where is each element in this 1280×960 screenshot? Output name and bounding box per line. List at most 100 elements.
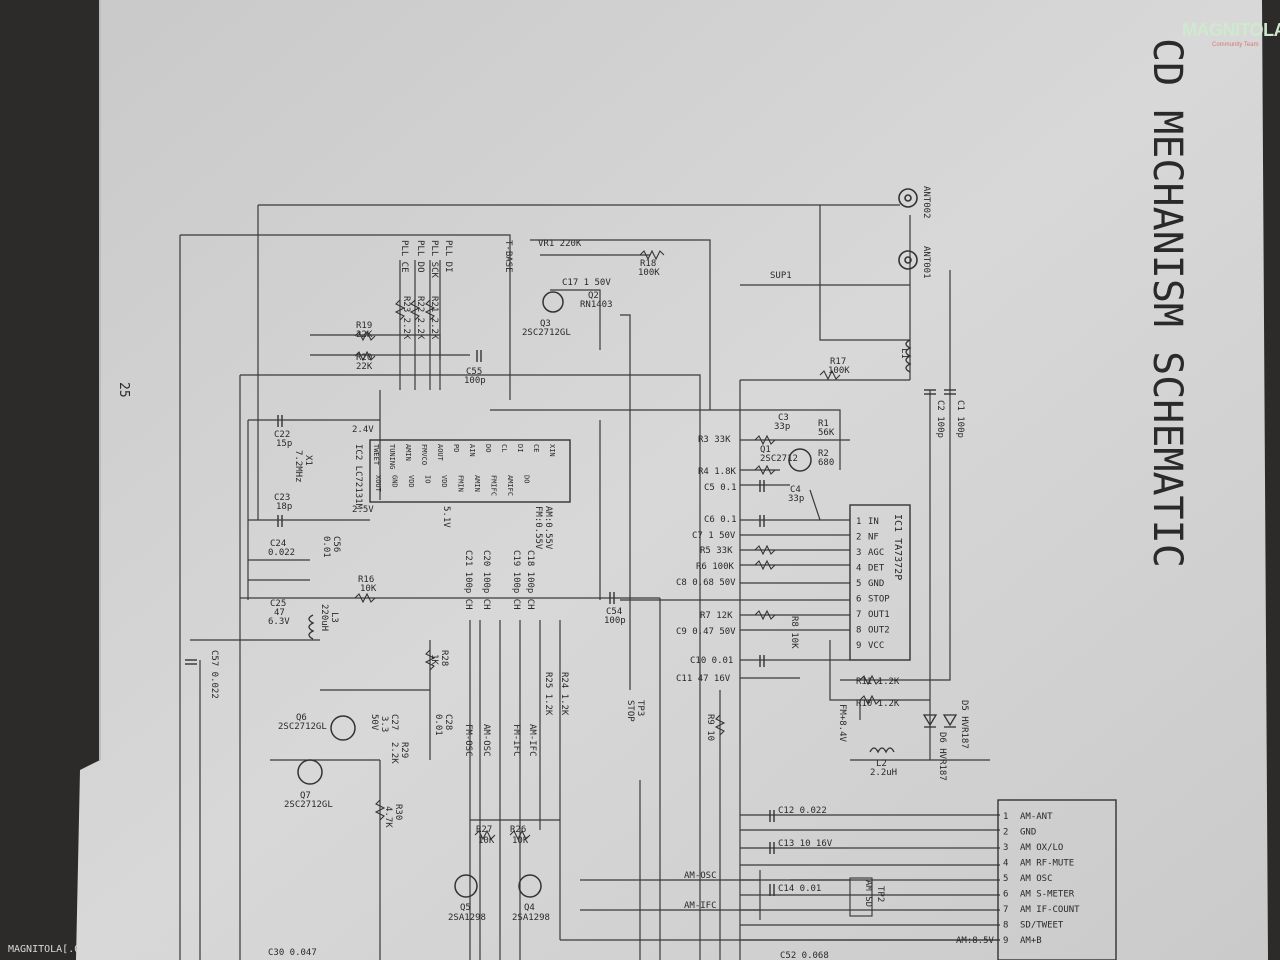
connector-pin-name: GND [1020,828,1036,838]
amifc2-label: AM-IFC [684,901,717,911]
c25-label: C25 [270,599,286,609]
c10-label: C10 0.01 [690,656,733,666]
l3-label: L3 [329,612,339,623]
r23-label: R23 2.2K [401,296,411,340]
r2-value: 680 [818,458,834,468]
r28-value: 1K [429,654,439,665]
q3-part: 2SC2712GL [522,328,571,338]
v25-label: 2.5V [352,505,374,515]
ic1-pin-name: VCC [868,641,884,651]
ant002-label: ANT002 [921,186,931,219]
c21-label: C21 100p CH [463,550,473,610]
ic1-pin-name: OUT2 [868,626,890,636]
c56-label: C56 [331,536,341,552]
r11-label: R11 1.2K [856,677,900,687]
r27-label: R27 [476,825,492,835]
c2-label: C2 100p [935,400,945,438]
connector-pin-number: 2 [1003,828,1008,838]
l3-value: 220uH [319,604,329,631]
l1-label: L1 [899,348,909,359]
r3-label: R3 33K [698,435,731,445]
ic1-pin-name: GND [868,579,884,589]
ic2-bottom-pin: DO [523,475,531,483]
r19-label: R19 [356,321,372,331]
pll-do-label: PLL DO [415,240,425,273]
ic1-pin-number: 8 [856,626,861,636]
pll-sck-label: PLL SCK [429,240,439,279]
connector-pin-name: AM OSC [1020,874,1053,884]
c3-label: C3 [778,413,789,423]
vertical-labels: T-BASE PLL DI PLL SCK PLL DO PLL CE R21 … [209,240,969,907]
paper-page [76,0,1268,960]
v51-label: 5.1V [441,506,451,528]
ic1-pin-name: DET [868,564,885,574]
inductor-l2 [869,747,895,754]
v24-label: 2.4V [352,425,374,435]
connector-pin-number: 6 [1003,890,1008,900]
connector-pin-number: 1 [1003,812,1008,822]
ic2-bottom-pin: XOUT [374,475,382,493]
c22-value: 15p [276,439,292,449]
c5-label: C5 0.1 [704,483,737,493]
pll-di-label: PLL DI [443,240,453,273]
tbase-label: T-BASE [503,240,513,273]
ic1-pin-number: 9 [856,641,861,651]
connector-pin-number: 5 [1003,874,1008,884]
ic1-pin-number: 5 [856,579,861,589]
connector-pin-name: AM+B [1020,936,1042,946]
ic1-pin-number: 1 [856,517,861,527]
r17-value: 100K [828,366,850,376]
c7-label: C7 1 50V [692,531,736,541]
ic1-pin-name: IN [868,517,879,527]
ic2-bottom-pin: IO [424,475,432,483]
amv-label: AM:0.55V [543,506,553,550]
r1-value: 56K [818,428,835,438]
d5-label: D5 HVR187 [959,700,969,749]
r2-label: R2 [818,449,829,459]
resistor-symbols [354,249,881,841]
c24-value: 0.022 [268,548,295,558]
r26-value: 10K [512,836,529,846]
connector-pin-name: SD/TWEET [1020,921,1064,931]
inductor-l3 [308,614,315,640]
c6-label: C6 0.1 [704,515,737,525]
ic2-top-pin: PD [452,444,460,452]
ic1-pin-number: 3 [856,548,861,558]
l2-label: L2 [876,759,887,769]
ic2-top-pin: DO [484,444,492,452]
r21-label: R21 2.2K [429,296,439,340]
r20-label: R20 [356,353,372,363]
ic2-top-pin: AOUT [436,444,444,462]
watermark-logo: MAGNITOLA [1182,20,1280,40]
sup1-label: SUP1 [770,271,792,281]
c22-label: C22 [274,430,290,440]
capacitor-symbols [185,350,956,896]
r29-label: R29 [399,742,409,758]
c18-label: C18 100p CH [525,550,535,610]
amosc2-label: AM-OSC [684,871,717,881]
r5-label: R5 33K [700,546,733,556]
ic2-top-pin: CL [500,444,508,452]
connector-pin-number: 9 [1003,936,1008,946]
r30-value: 4.7K [383,806,393,828]
q7-label: Q7 [300,791,311,801]
q6-part: 2SC2712GL [278,722,327,732]
ic2-bottom-pin: VDD [440,475,448,488]
l2-value: 2.2uH [870,768,897,778]
r19-value: 22K [356,330,373,340]
ic1-pin-number: 6 [856,595,861,605]
amifc-label: AM-IFC [527,724,537,757]
component-labels: VR1 220K C17 1 50V R18 100K Q2 RN1403 Q3… [268,239,995,960]
fmifc-label: FM-IFC [511,724,521,757]
c9-label: C9 0.47 50V [676,627,736,637]
ic1-pin-name: OUT1 [868,610,890,620]
c4-label: C4 [790,485,801,495]
connector-pin-number: 4 [1003,859,1008,869]
r26-label: R26 [510,825,526,835]
c54-label: C54 [606,607,622,617]
r24-label: R24 1.2K [559,672,569,716]
r16-label: R16 [358,575,374,585]
